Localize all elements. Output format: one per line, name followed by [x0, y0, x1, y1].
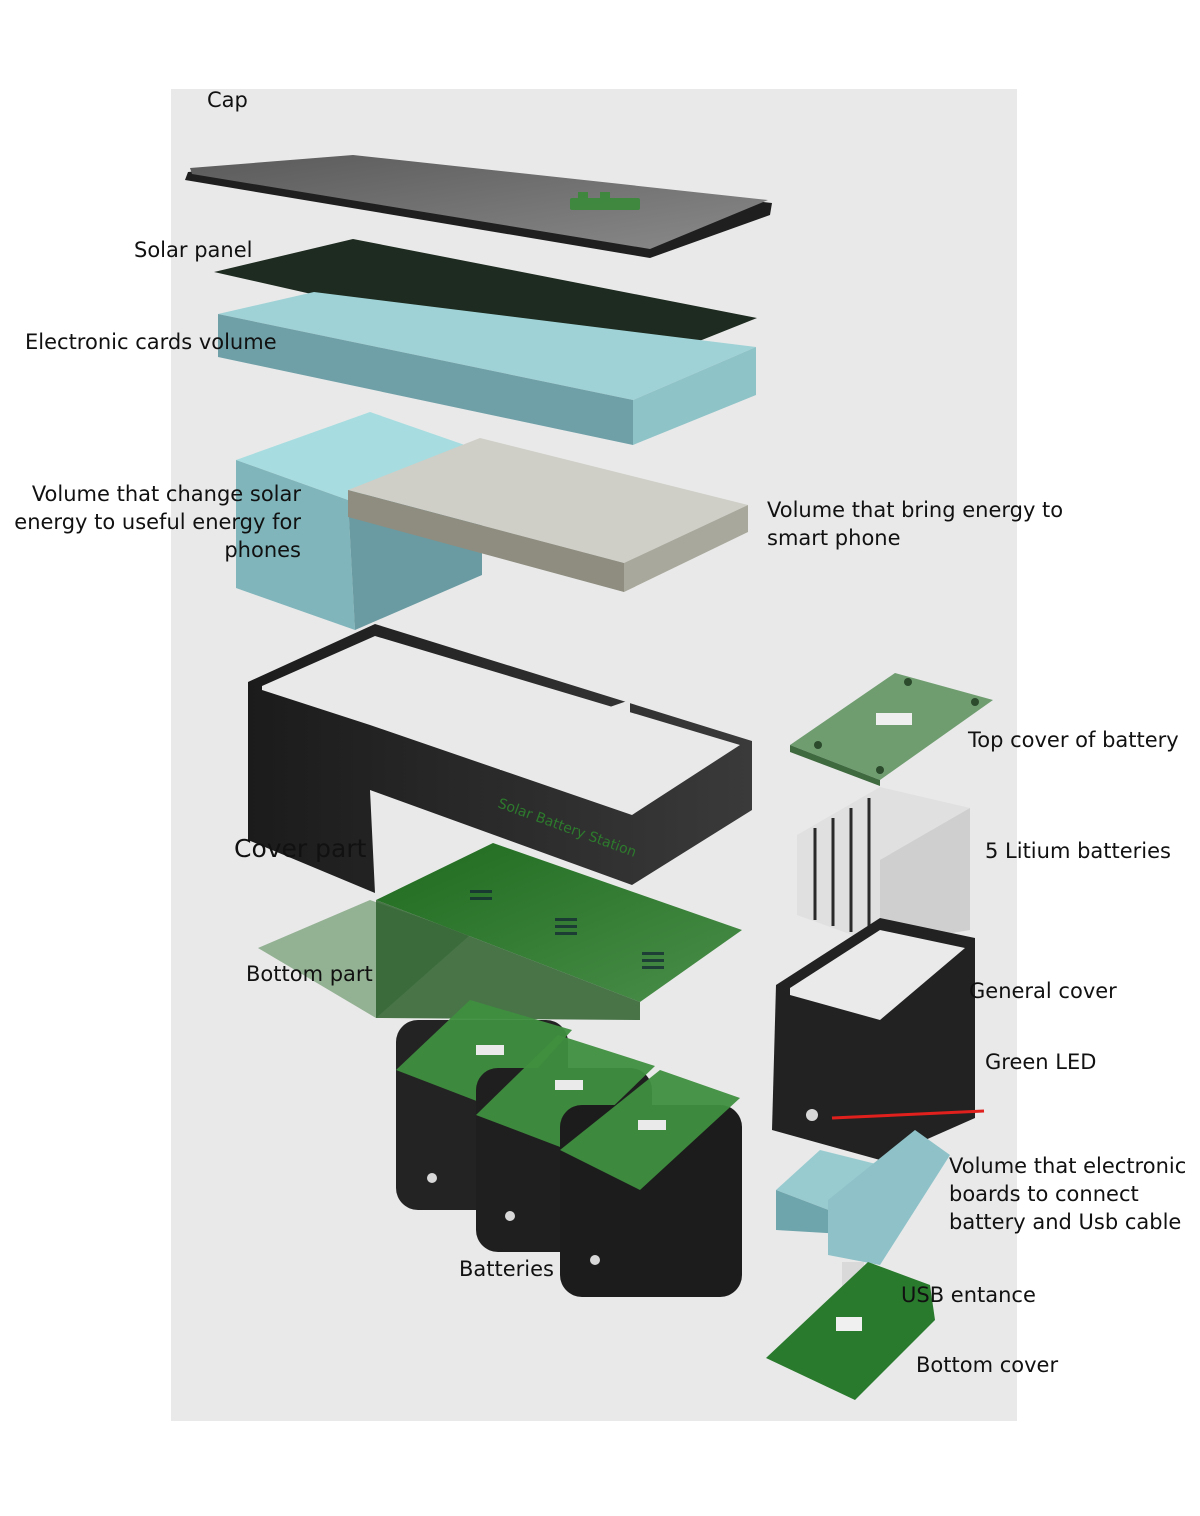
- general-cover-label: General cover: [969, 979, 1117, 1003]
- litium-batteries-stack: [797, 787, 970, 945]
- bottom-cover-part: [766, 1262, 935, 1400]
- bottom-part: [258, 843, 742, 1020]
- connector-boards-label-line3: battery and Usb cable: [949, 1210, 1182, 1234]
- electronic-cards-volume-part: [218, 292, 756, 445]
- litium-batteries-label: 5 Litium batteries: [985, 839, 1171, 863]
- bottom-part-slots: [470, 890, 664, 969]
- green-led-label: Green LED: [985, 1050, 1097, 1074]
- top-cover-of-battery-part: [790, 673, 993, 786]
- electronic-cards-volume-label: Electronic cards volume: [25, 330, 277, 354]
- converter-volume-label-line3: phones: [224, 538, 301, 562]
- connector-boards-label-line2: boards to connect: [949, 1182, 1139, 1206]
- cap-logo: [570, 192, 640, 210]
- bottom-part-label: Bottom part: [246, 962, 373, 986]
- batteries-label: Batteries: [459, 1257, 554, 1281]
- converter-volume-label-line2: energy to useful energy for: [14, 510, 301, 534]
- cap-label: Cap: [207, 88, 248, 112]
- converter-volume-label-line1: Volume that change solar: [31, 482, 301, 506]
- solar-panel-label: Solar panel: [134, 238, 253, 262]
- green-led-pointer-line: [831, 1109, 985, 1120]
- cover-part-label: Cover part: [234, 834, 367, 863]
- green-led: [806, 1109, 818, 1121]
- cap-part: [185, 155, 772, 258]
- general-cover-part: [772, 918, 975, 1160]
- battery-modules: [396, 1000, 742, 1297]
- phone-energy-volume-label-line2: smart phone: [767, 526, 901, 550]
- bottom-cover-label: Bottom cover: [916, 1353, 1059, 1377]
- phone-energy-volume-part: [348, 438, 748, 592]
- connector-boards-label-line1: Volume that electronic: [949, 1154, 1187, 1178]
- top-cover-of-battery-label: Top cover of battery: [968, 728, 1179, 752]
- phone-energy-volume-label-line1: Volume that bring energy to: [767, 498, 1064, 522]
- battery-module-3: [560, 1070, 742, 1297]
- cover-part: Solar Battery Station: [248, 624, 752, 893]
- usb-entrance-label: USB entance: [901, 1283, 1036, 1307]
- connector-boards-volume-part: [776, 1130, 950, 1265]
